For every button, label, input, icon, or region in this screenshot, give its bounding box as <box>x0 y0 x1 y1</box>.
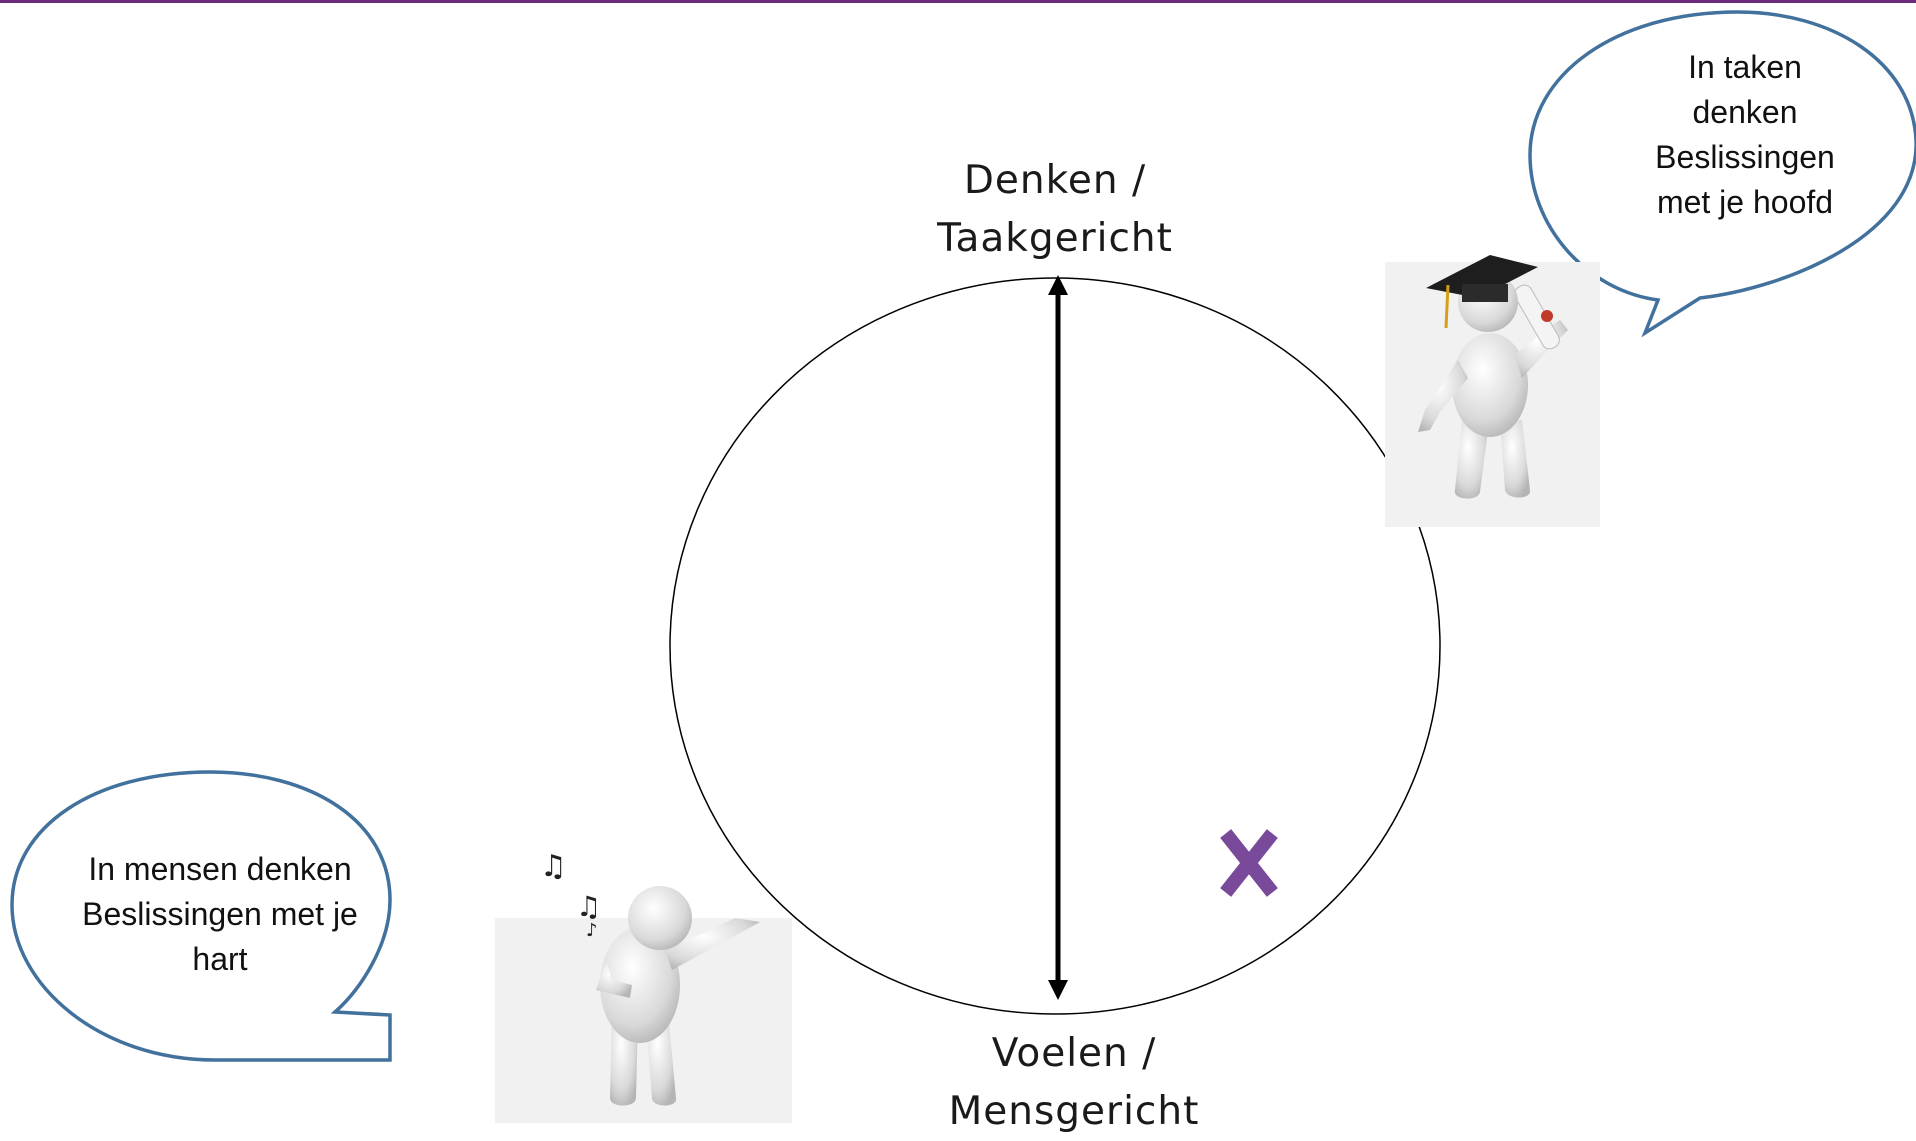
thinking-speech-bubble <box>1528 10 1916 338</box>
thinking-bubble-line: In taken <box>1688 49 1802 85</box>
thinking-bubble-text: In taken denken Beslissingen met je hoof… <box>1605 45 1885 225</box>
axis-top-label-line: Denken / <box>963 158 1147 203</box>
thinking-bubble-line: Beslissingen <box>1655 139 1835 175</box>
thinking-bubble-line: denken <box>1692 94 1798 130</box>
axis-bottom-label: Voelen / Mensgericht <box>924 1025 1224 1141</box>
main-circle <box>669 277 1441 1015</box>
svg-text:♫: ♫ <box>540 849 567 884</box>
axis-bottom-label-line: Mensgericht <box>948 1089 1200 1134</box>
feeling-bubble-line: In mensen denken <box>88 851 352 887</box>
axis-top-label-line: Taakgericht <box>937 216 1173 261</box>
singing-figure-icon: ♫ ♫ ♪ <box>495 849 792 1123</box>
thinking-bubble-line: met je hoofd <box>1656 184 1834 220</box>
axis-bottom-label-line: Voelen / <box>991 1031 1157 1076</box>
svg-text:♫: ♫ <box>576 890 601 923</box>
feeling-bubble-text: In mensen denken Beslissingen met je har… <box>40 847 400 982</box>
graduate-figure-icon <box>1385 255 1600 527</box>
feeling-bubble-line: hart <box>192 941 248 977</box>
svg-text:♪: ♪ <box>586 920 598 941</box>
axis-top-label: Denken / Taakgericht <box>905 152 1205 268</box>
x-marker-icon <box>1220 829 1278 897</box>
top-accent-rule <box>0 0 1916 3</box>
feeling-speech-bubble <box>10 770 392 1062</box>
feeling-bubble-line: Beslissingen met je <box>82 896 358 932</box>
